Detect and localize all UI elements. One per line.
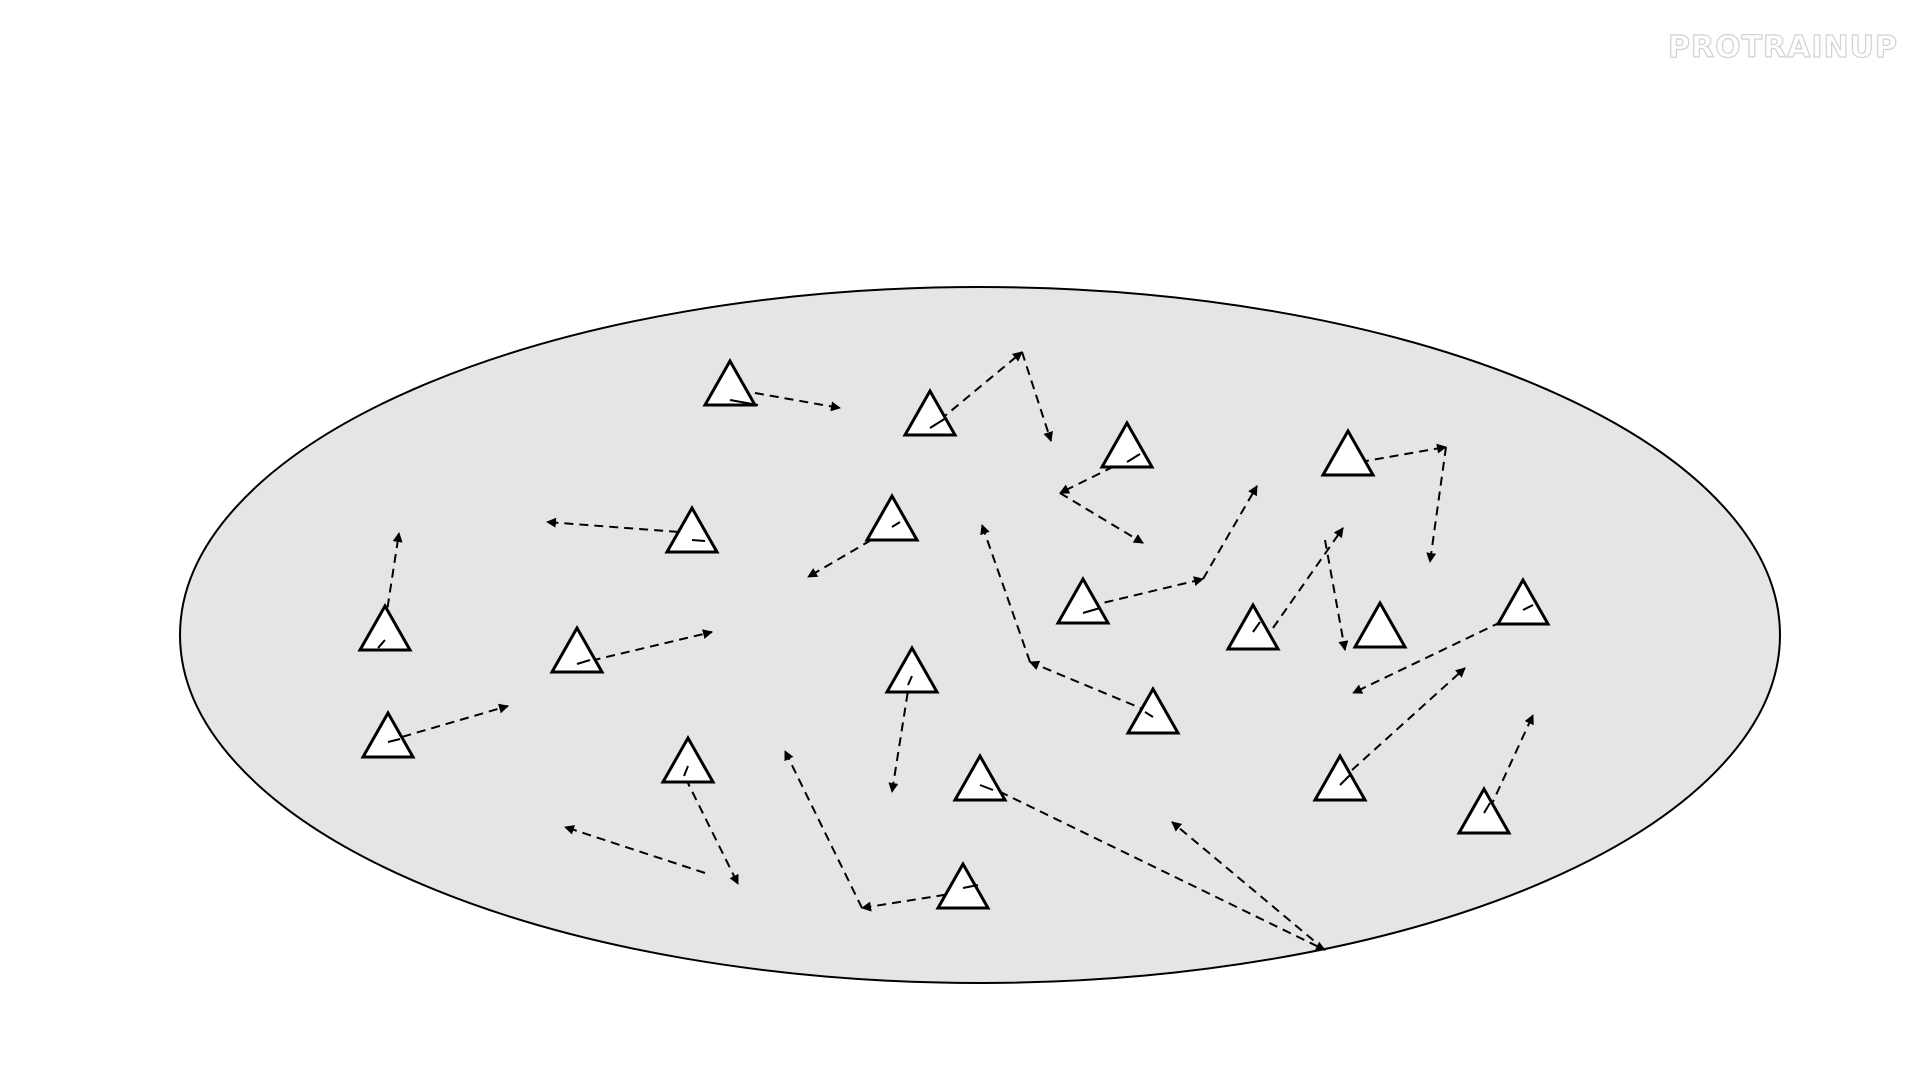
movement-arrow bbox=[546, 517, 694, 534]
triangle-cone-icon bbox=[902, 387, 958, 437]
triangle-cone-icon bbox=[702, 357, 758, 407]
movement-arrow bbox=[1324, 539, 1349, 651]
triangle-cone-icon bbox=[360, 709, 416, 759]
movement-arrow bbox=[576, 629, 713, 665]
movement-arrow bbox=[678, 764, 739, 885]
cones bbox=[357, 357, 1551, 910]
movement-arrow bbox=[939, 351, 1023, 421]
movement-arrow bbox=[1351, 667, 1466, 771]
brand-logo: PROTRAINUP bbox=[1667, 29, 1898, 65]
triangle-cone-icon bbox=[357, 602, 413, 652]
movement-arrow bbox=[1059, 459, 1128, 494]
movement-arrow-start bbox=[1339, 774, 1351, 786]
movement-arrow-start bbox=[979, 784, 994, 791]
triangle-cone-icon bbox=[1099, 419, 1155, 469]
triangle-cone-icon bbox=[864, 492, 920, 542]
movement-arrow bbox=[1202, 485, 1258, 580]
triangle-cone-icon bbox=[1312, 752, 1368, 802]
movement-arrow bbox=[888, 677, 911, 793]
triangle-cone-icon bbox=[1495, 576, 1551, 626]
movement-arrow bbox=[1272, 527, 1344, 629]
movement-arrow bbox=[1489, 714, 1534, 809]
triangle-cone-icon bbox=[1320, 427, 1376, 477]
movement-arrow-start bbox=[962, 884, 979, 889]
movement-arrow bbox=[1426, 446, 1447, 563]
movement-arrow-start bbox=[387, 738, 401, 743]
triangle-cone-icon bbox=[660, 734, 716, 784]
movement-arrow-start bbox=[691, 539, 706, 542]
triangle-cone-icon bbox=[884, 644, 940, 694]
movement-arrow bbox=[1171, 821, 1326, 951]
movement-arrow bbox=[1059, 492, 1144, 544]
movement-arrow-start bbox=[729, 399, 759, 406]
movement-arrow bbox=[1021, 351, 1053, 442]
triangle-cone-icon bbox=[1456, 785, 1512, 835]
movement-arrow-start bbox=[1252, 621, 1261, 633]
movement-arrow-start bbox=[1522, 604, 1534, 611]
movement-arrow-start bbox=[1126, 453, 1141, 463]
triangle-cone-icon bbox=[1055, 575, 1111, 625]
triangle-cone-icon bbox=[1125, 685, 1181, 735]
playing-area bbox=[179, 286, 1781, 984]
triangle-cone-icon bbox=[1352, 599, 1408, 649]
movement-arrow bbox=[1089, 576, 1204, 607]
movement-arrow-start bbox=[929, 417, 947, 429]
movement-arrow bbox=[1029, 660, 1163, 718]
movement-arrow bbox=[387, 703, 509, 742]
movement-arrow-start bbox=[683, 765, 689, 777]
movement-arrow bbox=[564, 825, 706, 874]
movement-arrow-start bbox=[1144, 711, 1154, 718]
movement-arrow-start bbox=[1483, 802, 1491, 814]
movement-arrow-start bbox=[891, 521, 901, 528]
triangle-cone-icon bbox=[1225, 601, 1281, 651]
movement-arrow bbox=[980, 524, 1031, 663]
movement-arrow-start bbox=[576, 659, 591, 665]
movement-arrow-start bbox=[907, 675, 913, 686]
movement-arrow-start bbox=[377, 639, 386, 649]
movement-arrow-start bbox=[1082, 607, 1101, 614]
movement-arrow bbox=[985, 784, 1326, 951]
